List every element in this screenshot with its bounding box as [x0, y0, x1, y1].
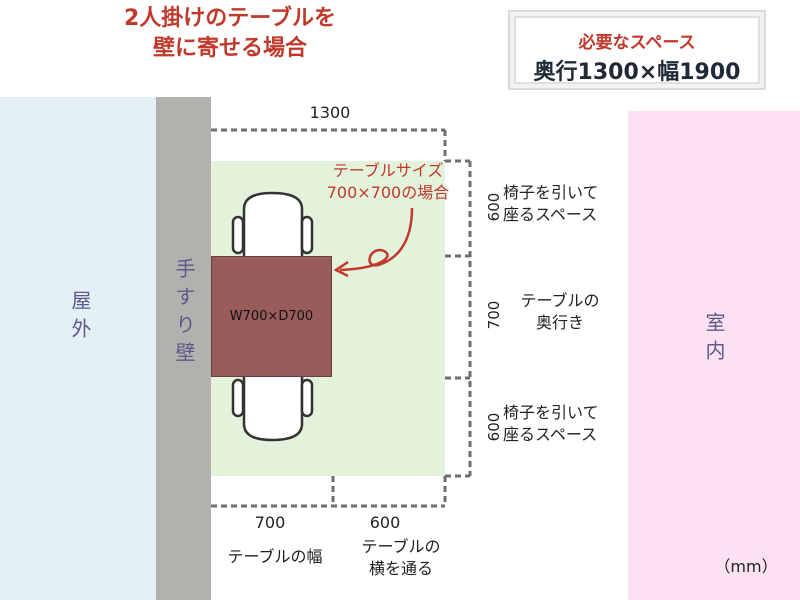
right-dim-2-label-line-2: 奥行き [535, 313, 584, 332]
indoor-area [628, 111, 800, 600]
right-dim-1-value: 600 [485, 192, 503, 222]
right-dim-1-label: 椅子を引いて 座るスペース [503, 182, 635, 226]
right-dim-2-label-line-1: テーブルの [520, 291, 600, 310]
table-label: W700×D700 [229, 309, 314, 324]
table-size-note-line-1: テーブルサイズ [332, 161, 444, 180]
right-dim-1-label-line-2: 座るスペース [503, 205, 598, 224]
table-size-note-line-2: 700×700の場合 [326, 183, 450, 202]
right-dim-2-value: 700 [485, 300, 503, 330]
curly-arrow [333, 207, 414, 278]
bottom-dim-2-label-line-2: 横を通る [368, 559, 433, 578]
required-space-value: 奥行1300×幅1900 [533, 60, 741, 85]
handrail-wall-label: 手すり壁 [172, 258, 196, 370]
required-space-label: 必要なスペース [578, 33, 696, 53]
right-dim-2-label: テーブルの 奥行き [505, 290, 615, 334]
bottom-dim-2-label: テーブルの 横を通る [345, 536, 457, 580]
outdoor-label: 屋外 [68, 290, 92, 346]
table-size-note: テーブルサイズ 700×700の場合 [308, 160, 468, 204]
table: W700×D700 [211, 256, 332, 377]
unit-label: （mm） [714, 557, 778, 576]
right-dim-3-value: 600 [485, 412, 503, 442]
handrail-wall [156, 97, 211, 600]
indoor-label: 室内 [702, 312, 726, 368]
diagram-title: 2人掛けのテーブルを 壁に寄せる場合 [0, 4, 460, 64]
right-dim-3-label-line-2: 座るスペース [503, 425, 598, 444]
bottom-dim-1-label: テーブルの幅 [227, 547, 323, 566]
bottom-dim-2-value: 600 [369, 513, 401, 532]
top-dim-value: 1300 [309, 103, 351, 122]
title-line-2: 壁に寄せる場合 [152, 36, 307, 61]
title-line-1: 2人掛けのテーブルを [124, 6, 336, 31]
bottom-dim-1-value: 700 [254, 513, 286, 532]
right-dim-1-label-line-1: 椅子を引いて [503, 183, 599, 202]
outdoor-area [0, 97, 156, 600]
required-space-frame: 必要なスペース 奥行1300×幅1900 [508, 10, 766, 90]
right-dim-3-label: 椅子を引いて 座るスペース [503, 402, 635, 446]
right-dim-3-label-line-1: 椅子を引いて [503, 403, 599, 422]
bottom-dim-2-label-line-1: テーブルの [361, 537, 441, 556]
